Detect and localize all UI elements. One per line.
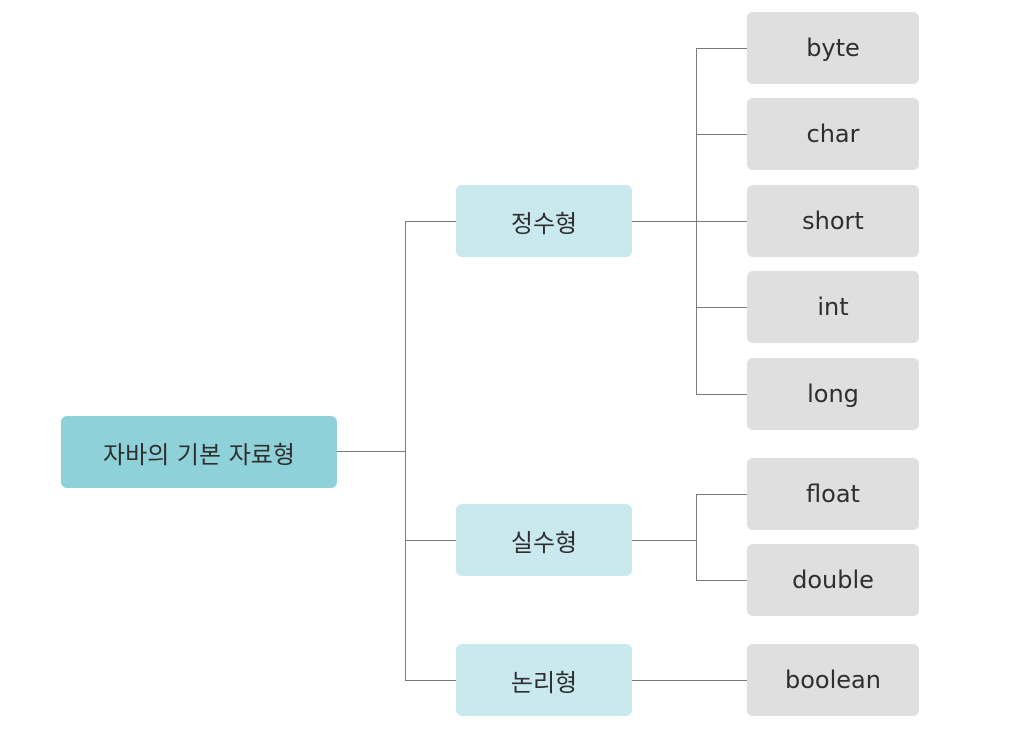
type-label: byte	[806, 34, 860, 62]
connector-integer-trunk	[632, 221, 697, 222]
type-label: char	[806, 120, 860, 148]
category-label: 논리형	[510, 668, 578, 697]
connector-to-integer	[405, 221, 456, 222]
type-label: float	[806, 480, 860, 508]
connector-to-double	[696, 580, 747, 581]
type-node-boolean: boolean	[747, 644, 919, 716]
root-node: 자바의 기본 자료형	[61, 416, 337, 488]
connector-to-char	[696, 134, 747, 135]
connector-to-int	[696, 307, 747, 308]
type-node-float: float	[747, 458, 919, 530]
connector-to-logical	[405, 680, 456, 681]
type-label: boolean	[785, 666, 881, 694]
connector-logical-to-boolean	[632, 680, 747, 681]
category-node-logical: 논리형	[456, 644, 632, 716]
category-node-real: 실수형	[456, 504, 632, 576]
category-label: 정수형	[510, 209, 578, 238]
type-label: int	[817, 293, 849, 321]
category-node-integer: 정수형	[456, 185, 632, 257]
type-node-char: char	[747, 98, 919, 170]
type-node-double: double	[747, 544, 919, 616]
connector-to-short	[696, 221, 747, 222]
connector-real-spine	[696, 494, 697, 581]
connector-to-byte	[696, 48, 747, 49]
connector-to-float	[696, 494, 747, 495]
type-label: short	[802, 207, 864, 235]
type-node-byte: byte	[747, 12, 919, 84]
connector-category-spine	[405, 221, 406, 681]
connector-root-trunk	[337, 451, 406, 452]
type-node-short: short	[747, 185, 919, 257]
type-label: double	[792, 566, 874, 594]
connector-to-long	[696, 394, 747, 395]
type-label: long	[807, 380, 859, 408]
type-node-int: int	[747, 271, 919, 343]
root-node-label: 자바의 기본 자료형	[103, 440, 295, 469]
connector-real-trunk	[632, 540, 697, 541]
category-label: 실수형	[510, 528, 578, 557]
type-node-long: long	[747, 358, 919, 430]
connector-to-real	[405, 540, 456, 541]
